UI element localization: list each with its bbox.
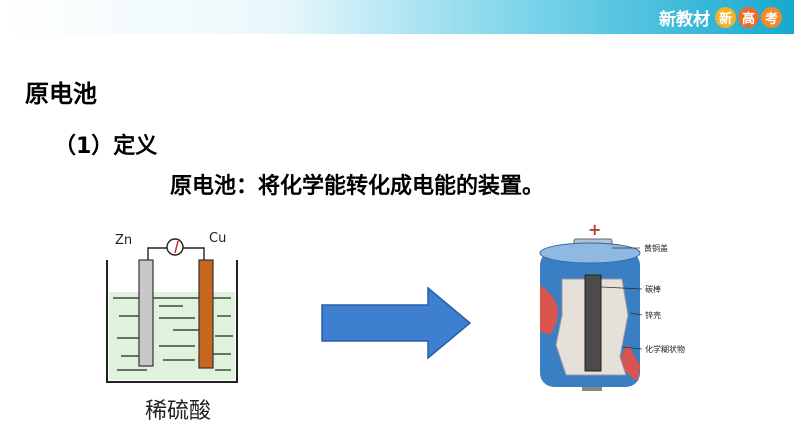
definition-text: 原电池：将化学能转化成电能的装置。 — [170, 174, 545, 199]
header-bar: 新教材 新 高 考 — [0, 0, 794, 34]
brand-text: 新教材 — [659, 9, 710, 30]
solution-label: 稀硫酸 — [145, 399, 211, 424]
copper-electrode — [198, 259, 214, 369]
section-heading: （1）定义 — [54, 134, 158, 159]
galvanometer-icon — [166, 238, 184, 256]
brand-logo: 新教材 新 高 考 — [659, 5, 782, 30]
label-brass-cap: 黄铜盖 — [644, 243, 668, 253]
label-carbon-rod: 碳棒 — [645, 284, 661, 294]
brand-circle-3: 考 — [761, 6, 782, 28]
zinc-electrode — [138, 259, 154, 367]
galvanic-cell-diagram: Zn Cu 稀硫酸 — [106, 231, 238, 424]
solution — [109, 292, 235, 380]
wires — [147, 247, 205, 260]
brand-circle-2: 高 — [738, 6, 759, 28]
label-zinc-shell: 锌壳 — [645, 310, 661, 320]
label-chemical-paste: 化学糊状物 — [645, 344, 685, 354]
zn-label: Zn — [115, 233, 132, 248]
beaker-outline — [106, 260, 238, 383]
brand-circle-1: 新 — [715, 6, 736, 28]
dry-cell-diagram: + 黄铜盖 碳棒 锌壳 化学糊状物 — [539, 220, 685, 391]
carbon-rod — [584, 274, 602, 372]
cu-label: Cu — [209, 231, 226, 246]
plus-icon: + — [588, 220, 601, 239]
slide-title: 原电池 — [25, 80, 97, 108]
arrow-icon — [321, 286, 472, 360]
